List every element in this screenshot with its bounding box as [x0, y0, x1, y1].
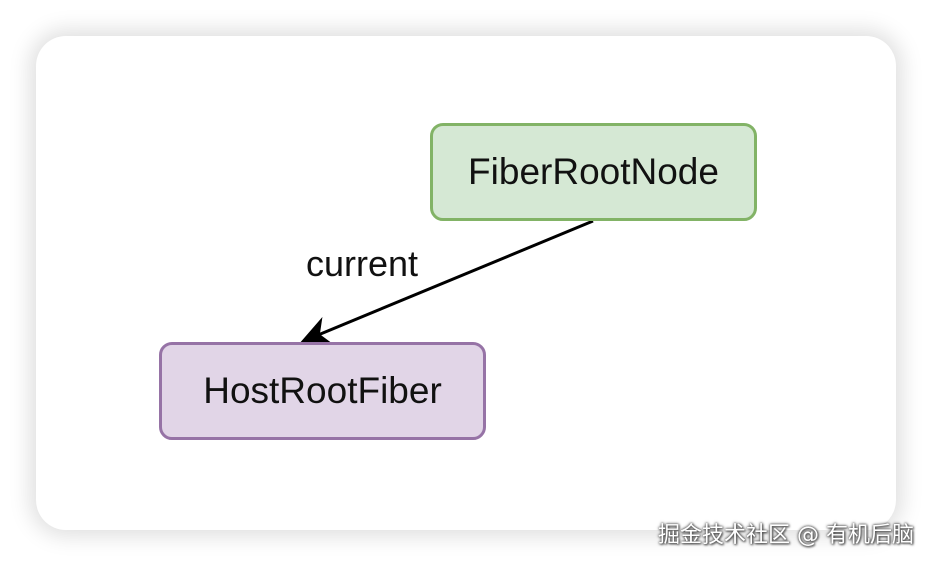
- edge-line: [300, 219, 594, 345]
- host-root-fiber-label: HostRootFiber: [203, 370, 442, 411]
- watermark: 掘金技术社区 @ 有机后脑: [658, 523, 914, 548]
- edge-label-current: current: [306, 243, 419, 284]
- host-root-fiber-node: HostRootFiber: [159, 342, 486, 440]
- diagram-card: [36, 36, 896, 530]
- fiber-root-node: FiberRootNode: [430, 123, 757, 221]
- fiber-root-node-label: FiberRootNode: [468, 151, 719, 192]
